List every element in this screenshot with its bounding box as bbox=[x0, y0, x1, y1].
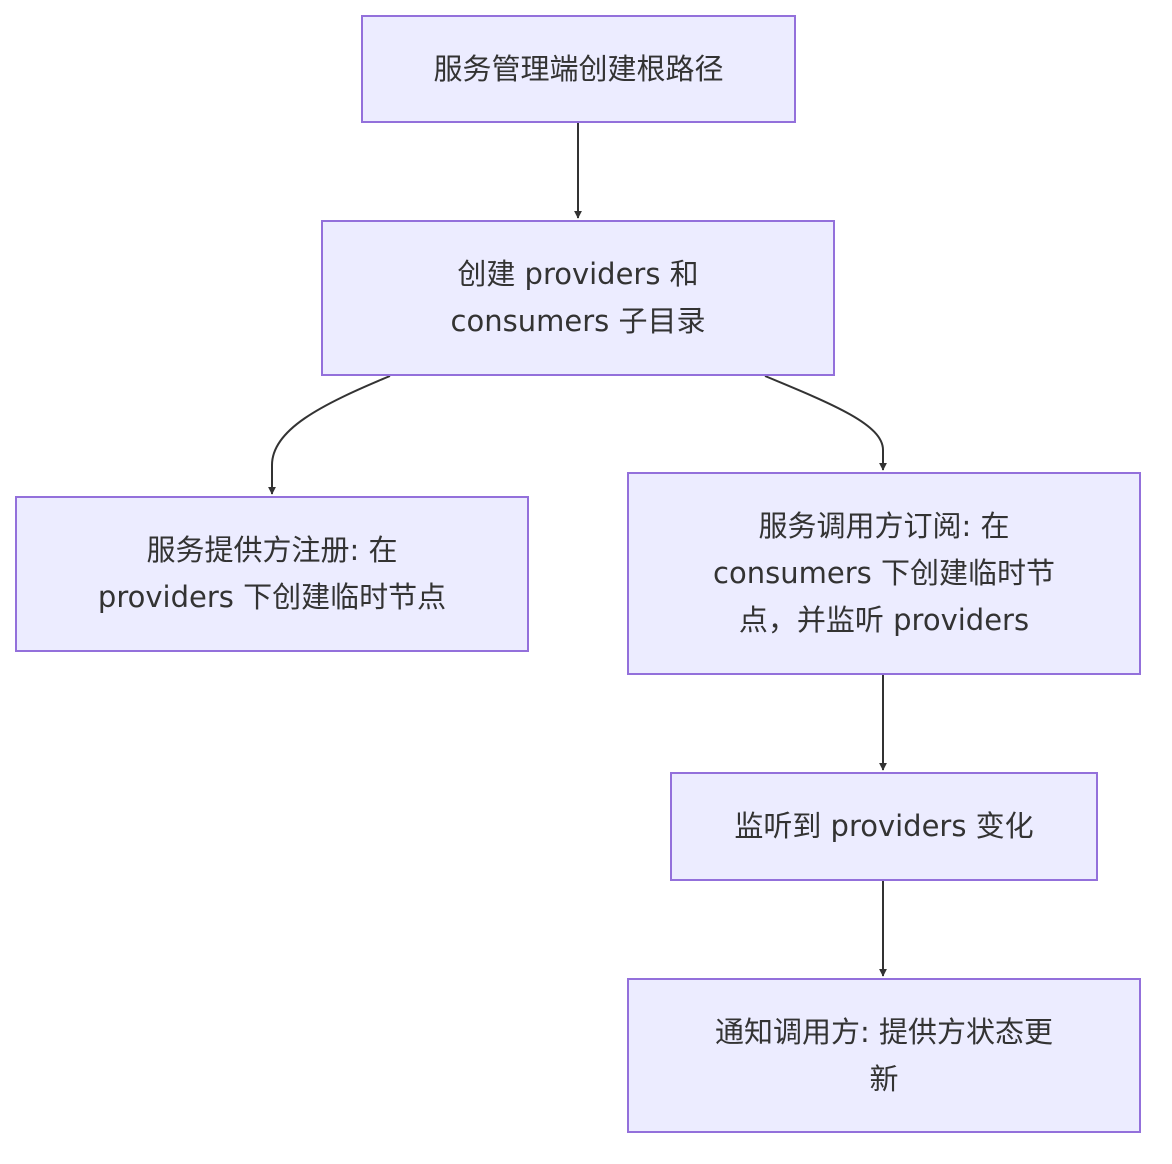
node-label: 创建 providers 和 consumers 子目录 bbox=[450, 257, 706, 338]
node-label: 监听到 providers 变化 bbox=[734, 809, 1034, 843]
node-notify-consumer: 通知调用方: 提供方状态更 新 bbox=[627, 978, 1141, 1133]
edge-n2-n4 bbox=[764, 375, 887, 471]
node-label: 通知调用方: 提供方状态更 新 bbox=[715, 1014, 1053, 1096]
node-providers-change-detected: 监听到 providers 变化 bbox=[670, 772, 1098, 881]
node-create-root-path: 服务管理端创建根路径 bbox=[361, 15, 796, 123]
node-consumer-subscribe: 服务调用方订阅: 在 consumers 下创建临时节 点，并监听 provid… bbox=[627, 472, 1141, 675]
node-label: 服务提供方注册: 在 providers 下创建临时节点 bbox=[97, 533, 447, 614]
node-label: 服务管理端创建根路径 bbox=[433, 51, 724, 86]
node-provider-register: 服务提供方注册: 在 providers 下创建临时节点 bbox=[15, 496, 529, 652]
node-create-subdirectories: 创建 providers 和 consumers 子目录 bbox=[321, 220, 835, 376]
edge-n2-n3 bbox=[268, 375, 391, 495]
node-label: 服务调用方订阅: 在 consumers 下创建临时节 点，并监听 provid… bbox=[713, 509, 1055, 637]
